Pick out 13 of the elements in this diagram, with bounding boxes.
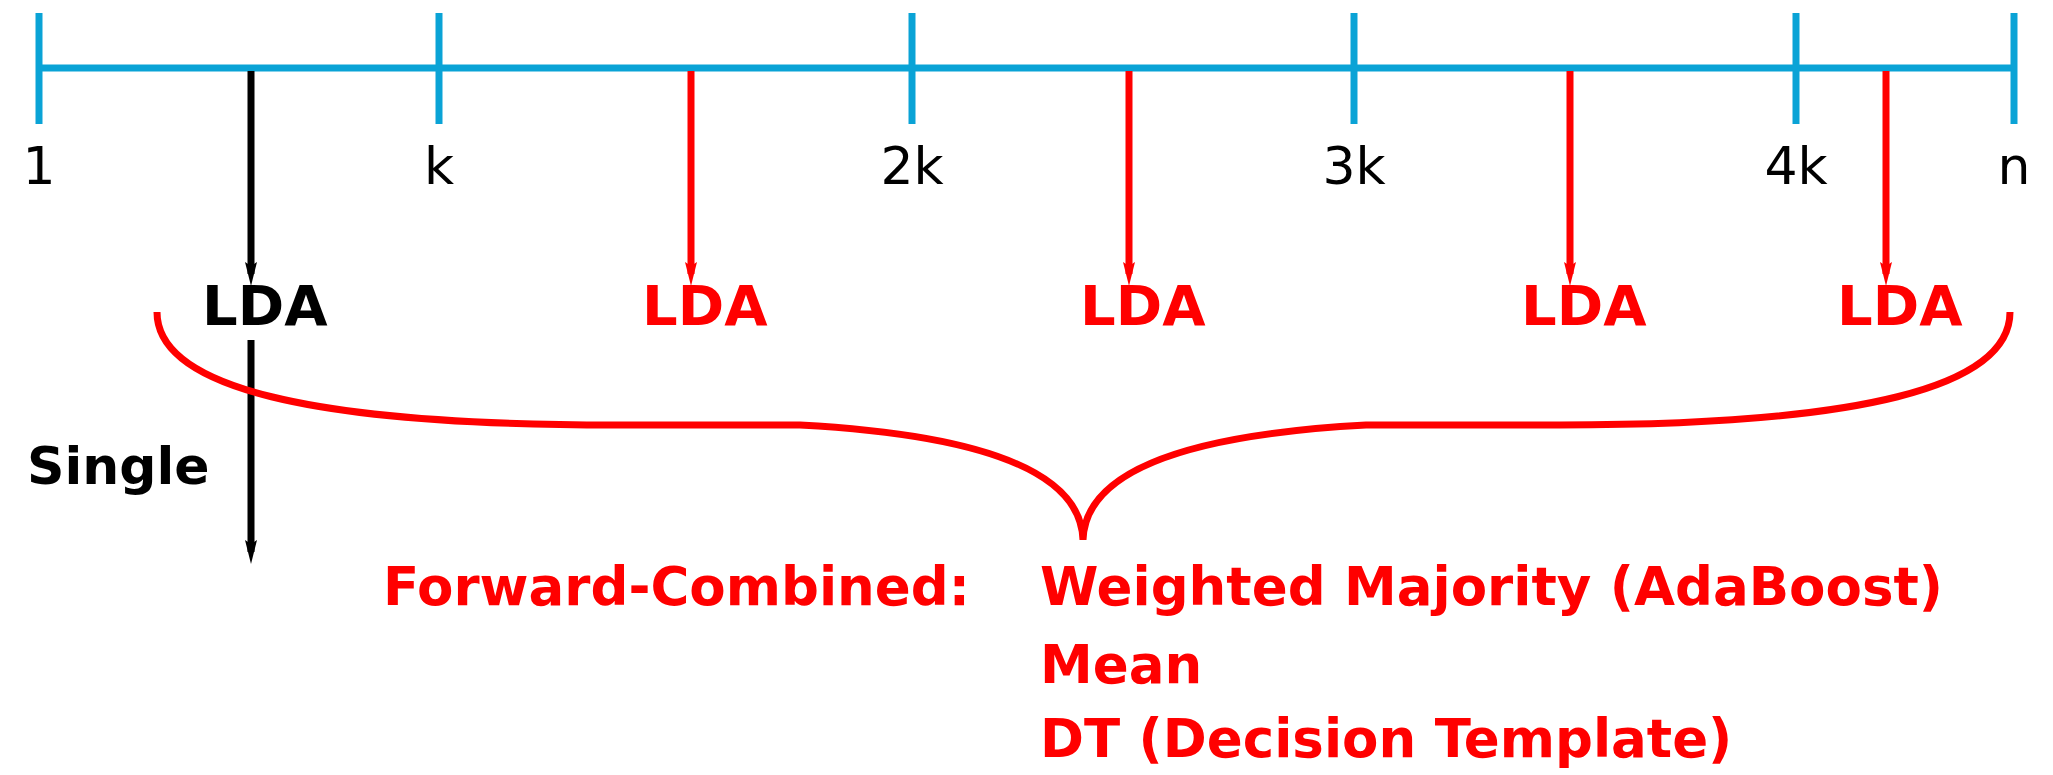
method-label: Mean	[1040, 638, 1203, 691]
tick-label: n	[1997, 140, 2031, 192]
method-label: Forward-Combined:	[383, 560, 970, 613]
tick-label: 3k	[1322, 140, 1386, 192]
classifier-label: LDA	[1521, 278, 1647, 334]
classifier-label: LDA	[642, 278, 768, 334]
classifier-label: LDA	[1080, 278, 1206, 334]
tick-label: 4k	[1764, 140, 1828, 192]
tick-label: k	[424, 140, 455, 192]
tick-label: 1	[22, 140, 56, 192]
tick-label: 2k	[880, 140, 944, 192]
classifier-label: LDA	[202, 278, 328, 334]
classifier-label: LDA	[1837, 278, 1963, 334]
